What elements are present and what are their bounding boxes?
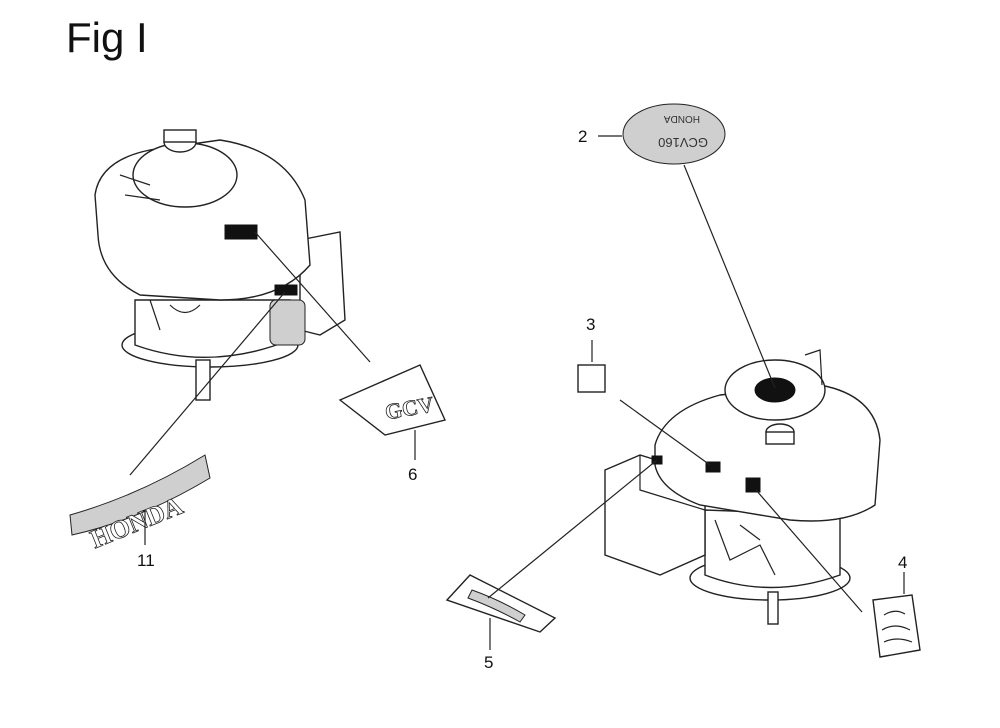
right-engine-air-filter-edge: [639, 455, 706, 511]
emblem-text-top: GCV160: [658, 135, 708, 150]
right-engine-shaft: [767, 591, 779, 625]
leader-4: [755, 489, 863, 613]
left-engine: [94, 129, 346, 401]
right-engine-detail: [714, 519, 776, 576]
emblem-disc: [622, 103, 726, 165]
part-6-gcv-decal: GCV: [338, 364, 446, 436]
part-3-label: [577, 364, 606, 393]
right-engine: [604, 349, 881, 625]
left-engine-crankcase: [134, 299, 291, 359]
leader-5: [487, 459, 658, 599]
figure-title: Fig I: [66, 14, 148, 61]
right-engine-shroud: [654, 384, 881, 522]
left-engine-detail: [149, 299, 201, 331]
callout-3: 3: [586, 315, 595, 334]
left-engine-handle: [119, 174, 161, 201]
right-engine-crankcase: [704, 509, 841, 589]
right-engine-decal-spot-3: [705, 461, 721, 473]
part-5-decal: [445, 574, 557, 633]
callout-11: 11: [137, 551, 155, 570]
left-engine-decal-spot-side: [274, 284, 298, 296]
part-4-markings: [881, 610, 913, 643]
right-engine-fuel-cap-body: [765, 431, 795, 445]
part-2-emblem: GCV160 HONDA: [622, 103, 726, 165]
left-engine-decal-spot-top: [224, 224, 258, 240]
left-engine-air-box: [269, 299, 306, 346]
part-11-honda-decal: HONDA: [69, 454, 211, 554]
callout-6: 6: [408, 465, 417, 484]
callout-4: 4: [898, 553, 907, 572]
leader-2: [683, 164, 776, 389]
part-4-label: [872, 594, 921, 658]
part-5-inlay: [467, 589, 526, 623]
callout-2: 2: [578, 127, 587, 146]
right-engine-decal-spot-4: [745, 477, 761, 493]
left-engine-fuel-cap-body: [163, 129, 197, 143]
gcv-decal-plate: [338, 364, 446, 436]
leader-3: [619, 399, 711, 466]
leader-6: [254, 231, 371, 363]
emblem-text-brand: HONDA: [664, 113, 700, 124]
right-engine-recoil-emblem-spot: [754, 377, 796, 403]
right-engine-handle: [804, 349, 823, 386]
honda-decal-strip: [69, 454, 211, 536]
callout-5: 5: [484, 653, 493, 672]
leader-11: [129, 291, 286, 476]
left-engine-recoil-dome: [132, 142, 238, 208]
